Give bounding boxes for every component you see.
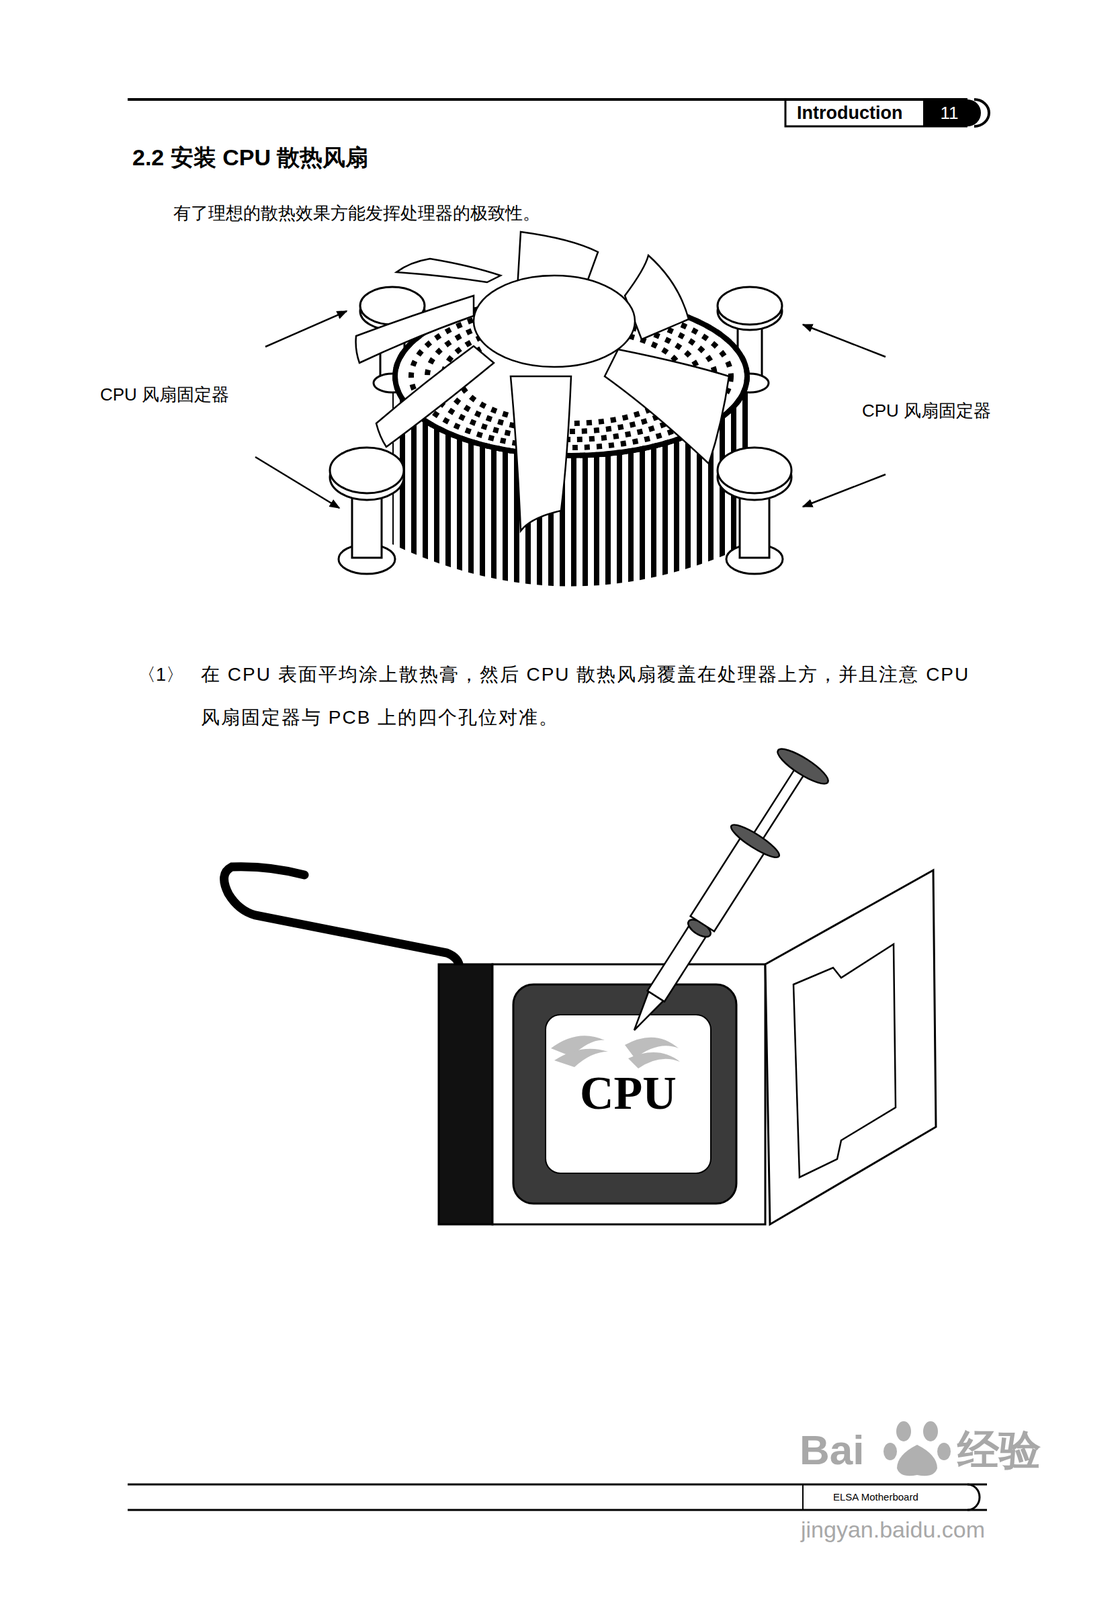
cpu-fan-illustration xyxy=(329,231,792,587)
fan-blade xyxy=(510,376,572,531)
page-number: 11 xyxy=(933,100,965,125)
header-bar xyxy=(923,99,981,127)
watermark-paw xyxy=(923,1420,938,1442)
watermark-paw xyxy=(937,1442,951,1460)
fan-blade xyxy=(356,231,729,531)
fan-clip xyxy=(329,447,404,574)
socket-cover xyxy=(765,870,936,1225)
part-label: CPU 风扇固定器 xyxy=(862,400,992,422)
socket-cover-window xyxy=(793,943,896,1178)
leader-arrow xyxy=(255,311,886,508)
fan-clip xyxy=(717,286,783,325)
watermark: Bai xyxy=(799,1429,865,1471)
step-text: 在 CPU 表面平均涂上散热膏，然后 CPU 散热风扇覆盖在处理器上方，并且注意… xyxy=(200,653,991,740)
socket-lever xyxy=(224,866,460,968)
header-bar xyxy=(127,99,989,127)
cpu-logo-swoosh xyxy=(554,1048,609,1067)
leader-arrow xyxy=(802,474,886,507)
leader-arrow xyxy=(265,311,347,347)
intro-text: 有了理想的散热效果方能发挥处理器的极致性。 xyxy=(173,202,541,224)
footer-bar xyxy=(802,1484,804,1510)
header-bar xyxy=(127,98,968,101)
fan-clip xyxy=(717,447,792,494)
cpu-die xyxy=(545,1014,711,1174)
header-bar xyxy=(974,99,989,127)
footer-bar xyxy=(127,1484,987,1510)
cpu-socket-illustration xyxy=(224,743,936,1225)
watermark-paw xyxy=(896,1444,938,1476)
chip-marking: CPU xyxy=(545,1066,711,1119)
socket-body xyxy=(492,964,766,1225)
leader-arrow xyxy=(255,456,340,508)
thermal-paste-syringe xyxy=(727,820,783,863)
fan-blade xyxy=(356,295,474,363)
cpu-package xyxy=(513,984,737,1204)
watermark-paw xyxy=(896,1420,912,1442)
fan-blade xyxy=(604,349,729,464)
fan-blade xyxy=(376,346,494,447)
footer-bar xyxy=(127,1483,987,1486)
socket-side xyxy=(438,964,493,1225)
cpu-logo-swoosh xyxy=(628,1052,680,1069)
watermark-paw xyxy=(883,1420,951,1476)
thermal-paste-syringe xyxy=(773,743,833,790)
fan-blade xyxy=(396,258,501,283)
footer-text: ELSA Motherboard xyxy=(833,1489,919,1505)
fan-clip xyxy=(329,447,404,494)
thermal-paste-syringe xyxy=(690,835,766,932)
cpu-logo-swoosh xyxy=(550,1035,680,1069)
thermal-paste-syringe xyxy=(609,743,833,1047)
step-number: 〈1〉 xyxy=(137,653,185,697)
watermark: 经验 xyxy=(957,1429,1041,1471)
thermal-paste-syringe xyxy=(751,765,807,842)
section-title: 2.2 安装 CPU 散热风扇 xyxy=(132,143,369,172)
watermark-paw xyxy=(883,1442,897,1460)
footer-bar xyxy=(967,1484,980,1510)
leader-arrow xyxy=(802,324,886,357)
header-tab: Introduction xyxy=(796,100,903,125)
footer-bar xyxy=(127,1509,987,1512)
watermark-url: jingyan.baidu.com xyxy=(800,1517,985,1542)
fan-hub xyxy=(473,275,635,367)
part-label: CPU 风扇固定器 xyxy=(100,384,230,406)
fan-clip xyxy=(717,447,792,574)
